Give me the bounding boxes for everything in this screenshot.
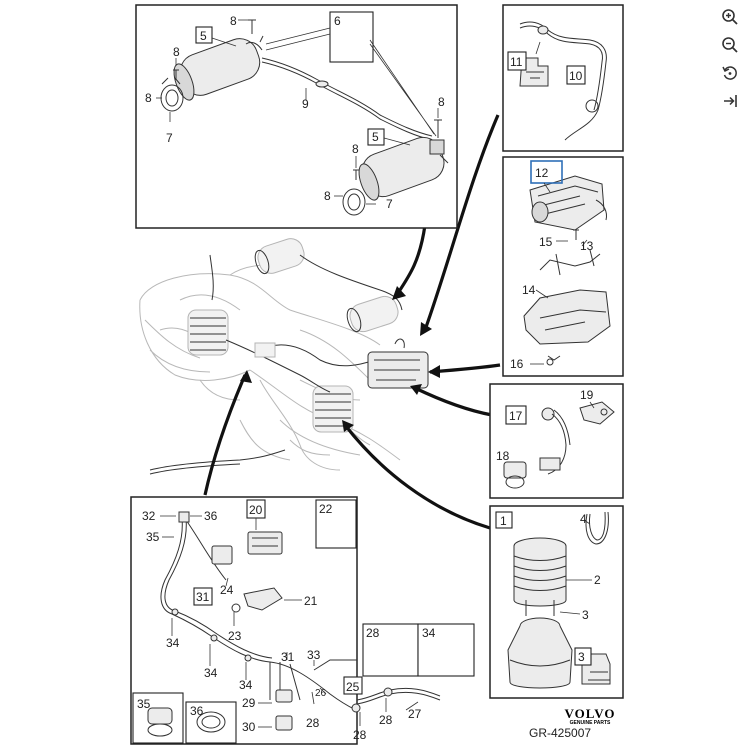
callout-28[interactable]: 28 [379, 713, 393, 727]
callout-13[interactable]: 13 [580, 239, 594, 253]
callout-15[interactable]: 15 [539, 235, 553, 249]
callout-16[interactable]: 16 [510, 357, 524, 371]
callout-19[interactable]: 19 [580, 388, 594, 402]
callout-34[interactable]: 34 [166, 636, 180, 650]
panel-compressor [502, 156, 624, 377]
vehicle-chassis-overview [139, 238, 429, 475]
callout-22[interactable]: 22 [319, 502, 333, 516]
panel-level-sensor [489, 383, 624, 499]
zoom-out-button[interactable] [717, 32, 743, 58]
callout-12-selected[interactable]: 12 [535, 166, 549, 180]
callout-8[interactable]: 8 [173, 45, 180, 59]
callout-8[interactable]: 8 [230, 14, 237, 28]
callout-29[interactable]: 29 [242, 696, 256, 710]
callout-35[interactable]: 35 [146, 530, 160, 544]
callout-8[interactable]: 8 [352, 142, 359, 156]
connector-arrows [203, 114, 501, 530]
callout-28[interactable]: 28 [366, 626, 380, 640]
callout-23[interactable]: 23 [228, 629, 242, 643]
reset-view-button[interactable] [717, 60, 743, 86]
callout-labels: 8 5 6 8 8 9 8 7 5 8 8 7 11 10 12 15 13 1… [137, 14, 601, 742]
callout-14[interactable]: 14 [522, 283, 536, 297]
document-number: GR-425007 [529, 726, 592, 740]
callout-8[interactable]: 8 [324, 189, 331, 203]
zoom-in-icon [722, 9, 738, 25]
callout-26[interactable]: 26 [315, 688, 327, 699]
callout-31[interactable]: 31 [281, 650, 295, 664]
callout-4[interactable]: 4 [580, 512, 587, 526]
callout-18[interactable]: 18 [496, 449, 510, 463]
callout-28[interactable]: 28 [353, 728, 367, 742]
viewer-toolbar [710, 0, 750, 134]
callout-34[interactable]: 34 [239, 678, 253, 692]
brand-subtitle: GENUINE PARTS [569, 720, 611, 726]
callout-9[interactable]: 9 [302, 97, 309, 111]
callout-3[interactable]: 3 [582, 608, 589, 622]
callout-8[interactable]: 8 [438, 95, 445, 109]
callout-21[interactable]: 21 [304, 594, 318, 608]
callout-27[interactable]: 27 [408, 707, 422, 721]
callout-7[interactable]: 7 [166, 131, 173, 145]
zoom-out-icon [722, 37, 738, 53]
panel-wiring-harness [130, 496, 475, 745]
callout-5[interactable]: 5 [372, 130, 379, 144]
fit-to-width-icon [724, 95, 737, 107]
callout-5[interactable]: 5 [200, 29, 207, 43]
callout-33[interactable]: 33 [307, 648, 321, 662]
callout-10[interactable]: 10 [569, 69, 583, 83]
volvo-logo: VOLVO GENUINE PARTS [530, 706, 650, 726]
callout-25[interactable]: 25 [346, 680, 360, 694]
callout-7[interactable]: 7 [386, 197, 393, 211]
panel-air-pipe [502, 4, 624, 152]
callout-11[interactable]: 11 [510, 55, 523, 69]
callout-34[interactable]: 34 [204, 666, 218, 680]
callout-30[interactable]: 30 [242, 720, 256, 734]
callout-8[interactable]: 8 [145, 91, 152, 105]
panel-air-spring [489, 505, 624, 699]
callout-34[interactable]: 34 [422, 626, 436, 640]
callout-1[interactable]: 1 [500, 514, 507, 528]
callout-31[interactable]: 31 [196, 590, 210, 604]
callout-24[interactable]: 24 [220, 583, 234, 597]
callout-32[interactable]: 32 [142, 509, 156, 523]
callout-36[interactable]: 36 [204, 509, 218, 523]
zoom-in-button[interactable] [717, 4, 743, 30]
callout-20[interactable]: 20 [249, 503, 263, 517]
callout-6[interactable]: 6 [334, 14, 341, 28]
callout-3[interactable]: 3 [578, 650, 585, 664]
callout-35[interactable]: 35 [137, 697, 151, 711]
panel-air-reservoirs [135, 4, 458, 229]
callout-28[interactable]: 28 [306, 716, 320, 730]
reset-rotate-icon [722, 66, 737, 80]
brand-name: VOLVO [564, 706, 616, 721]
fit-to-width-button[interactable] [717, 88, 743, 114]
callout-36[interactable]: 36 [190, 704, 204, 718]
callout-2[interactable]: 2 [594, 573, 601, 587]
callout-17[interactable]: 17 [509, 409, 523, 423]
